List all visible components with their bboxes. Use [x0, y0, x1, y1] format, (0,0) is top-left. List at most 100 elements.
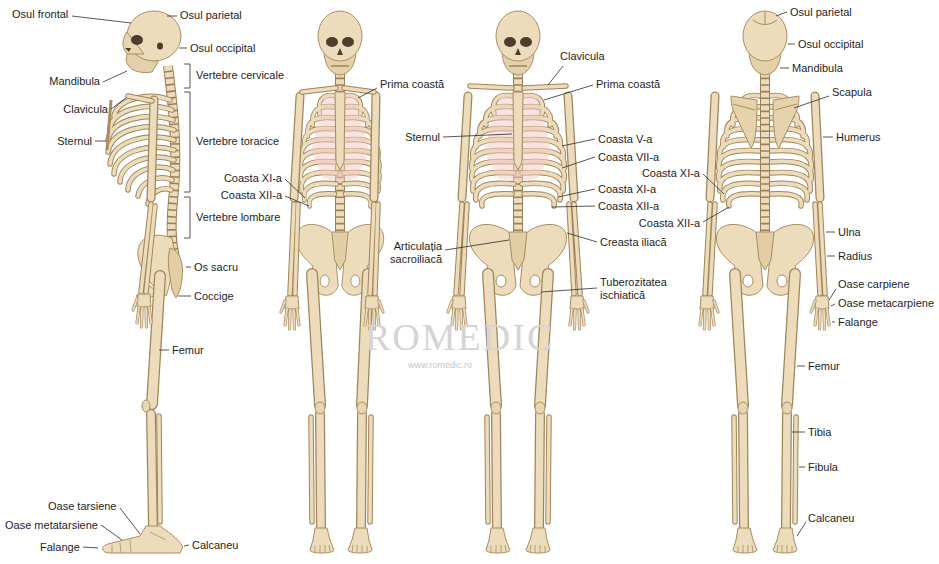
part-label: Mandibula	[49, 75, 100, 88]
part-label: Osul parietal	[790, 6, 852, 19]
bracket	[184, 92, 190, 192]
part-label: Osul occipital	[190, 42, 255, 55]
leader-line	[111, 98, 126, 109]
clavicle	[128, 86, 566, 101]
skull	[496, 11, 540, 75]
part-label: Osul parietal	[180, 9, 242, 22]
leader-line	[178, 296, 191, 297]
sternum	[513, 92, 523, 170]
leader-lines	[72, 12, 836, 548]
sacrum	[168, 248, 182, 298]
part-label: Articulația sacroiliacă	[370, 240, 442, 266]
hand	[281, 296, 299, 329]
part-label: Tibia	[808, 426, 831, 439]
foot	[526, 528, 550, 553]
leader-line	[792, 432, 805, 433]
part-label: Oase tarsiene	[48, 500, 116, 513]
leader-line	[562, 139, 595, 146]
part-label: Prima coastă	[596, 78, 660, 91]
tibia	[151, 414, 787, 527]
part-label: Vertebre toracice	[196, 135, 279, 148]
leader-line	[186, 267, 191, 268]
leader-line	[776, 12, 787, 16]
leader-line	[544, 85, 593, 100]
leader-line	[826, 232, 835, 233]
part-label: Falange	[40, 541, 80, 554]
arms	[128, 86, 829, 329]
hand	[811, 296, 829, 329]
sternum	[335, 92, 345, 170]
part-label: Calcaneu	[192, 539, 238, 552]
sternum	[107, 92, 552, 182]
foot	[348, 528, 372, 553]
leader-line	[548, 66, 563, 85]
part-label: Coasta XII-a	[221, 189, 282, 202]
part-label: Ulna	[838, 226, 861, 239]
part-label: Humerus	[836, 131, 881, 144]
part-label: Sternul	[57, 135, 92, 148]
leader-line	[703, 174, 724, 194]
femur	[152, 274, 795, 405]
humerus	[151, 96, 820, 198]
leader-line	[562, 157, 595, 168]
leader-line	[95, 141, 106, 142]
part-label: Sternul	[405, 131, 440, 144]
leader-line	[831, 304, 835, 306]
scapulae	[731, 96, 799, 148]
leader-line	[285, 179, 305, 198]
hand	[570, 296, 588, 329]
bracket	[184, 197, 190, 238]
feet	[103, 526, 797, 553]
part-label: Oase metatarsiene	[5, 519, 98, 532]
leader-line	[832, 322, 835, 323]
leader-line	[823, 137, 833, 138]
tibia	[151, 414, 787, 527]
foot	[486, 528, 510, 553]
forearm	[141, 204, 825, 294]
part-label: Calcaneu	[808, 512, 854, 525]
part-label: Prima coastă	[380, 78, 444, 91]
legs	[142, 274, 796, 527]
part-label: Vertebre lombare	[196, 211, 280, 224]
part-label: Radius	[838, 250, 872, 263]
leader-line	[827, 256, 835, 257]
patella	[142, 400, 792, 414]
forearm	[141, 204, 825, 294]
part-label: Femur	[172, 344, 204, 357]
watermark: ROMEDIC	[365, 316, 554, 358]
part-label: Osul frontal	[12, 8, 68, 21]
leader-line	[184, 545, 189, 546]
part-label: Oase carpiene	[838, 278, 910, 291]
leader-line	[797, 522, 806, 536]
leader-line	[120, 508, 140, 534]
leader-line	[443, 134, 512, 137]
leader-line	[285, 196, 309, 206]
fibula	[159, 416, 796, 522]
part-label: Mandibula	[792, 62, 843, 75]
part-label: Coasta XI-a	[224, 172, 282, 185]
part-label: Clavicula	[560, 50, 605, 63]
part-label: Coccige	[194, 290, 234, 303]
leader-line	[72, 16, 131, 23]
part-label: Falange	[838, 316, 878, 329]
part-label: Osul occipital	[798, 38, 863, 51]
foot	[103, 526, 183, 553]
skull	[743, 11, 787, 75]
foot	[112, 532, 166, 553]
skull	[123, 11, 181, 73]
clavicle	[128, 86, 566, 101]
femur	[152, 274, 795, 405]
skull	[318, 11, 362, 75]
leader-line	[179, 48, 187, 49]
hand	[133, 294, 151, 327]
leader-line	[101, 525, 122, 540]
bracket	[184, 64, 190, 88]
foot	[773, 528, 797, 553]
part-label: Oase metacarpiene	[838, 297, 934, 310]
part-label: Clavicula	[63, 103, 108, 116]
part-label: Fibula	[808, 461, 838, 474]
leader-line	[780, 68, 789, 69]
part-label: Femur	[808, 360, 840, 373]
